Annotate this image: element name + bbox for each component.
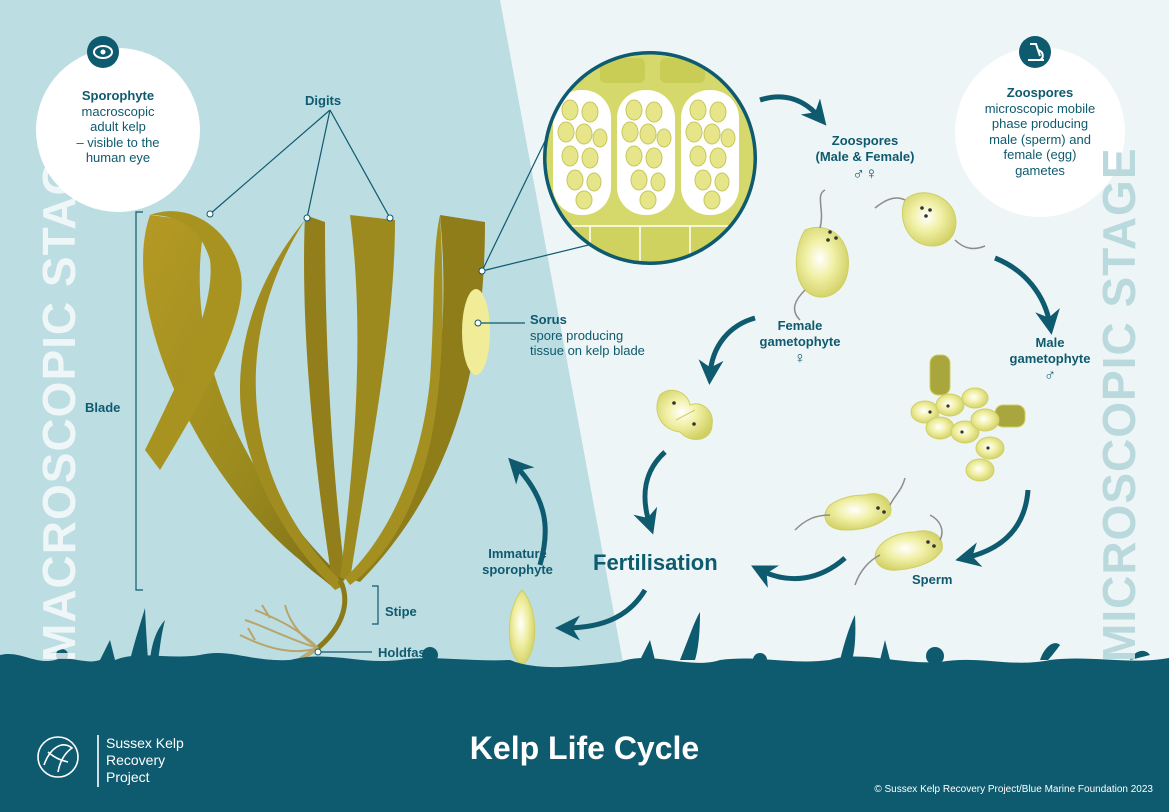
fertilisation-label: Fertilisation: [593, 550, 718, 576]
zoospores-symbols: ♂♀: [805, 164, 925, 184]
zoospores-info-heading: Zoospores: [965, 85, 1115, 101]
holdfast-label: Holdfast: [378, 645, 430, 661]
female-label-1: Female: [750, 318, 850, 334]
zoospores-label-1: Zoospores: [805, 133, 925, 149]
immature-sporophyte-label: Immature sporophyte: [470, 546, 565, 577]
zoospores-desc-1: microscopic mobile: [965, 101, 1115, 117]
stipe-label: Stipe: [385, 604, 417, 620]
male-label-2: gametophyte: [1005, 351, 1095, 367]
sorus-desc-2: tissue on kelp blade: [530, 343, 680, 359]
zoospores-desc-5: gametes: [965, 163, 1115, 179]
immature-label-1: Immature: [470, 546, 565, 562]
sporophyte-desc-3: – visible to the: [52, 135, 184, 151]
female-label-2: gametophyte: [750, 334, 850, 350]
immature-label-2: sporophyte: [470, 562, 565, 578]
sorus-label: Sorus spore producing tissue on kelp bla…: [530, 312, 680, 359]
macroscopic-stage-label: MACROSCOPIC STAGE: [32, 127, 86, 662]
microscopic-stage-label: MICROSCOPIC STAGE: [1092, 147, 1146, 662]
zoospores-info: Zoospores microscopic mobile phase produ…: [965, 85, 1115, 179]
zoospores-label-2: (Male & Female): [805, 149, 925, 165]
female-symbol: ♀: [750, 349, 850, 368]
sporophyte-desc-4: human eye: [52, 150, 184, 166]
blade-label: Blade: [85, 400, 120, 416]
sorus-desc-1: spore producing: [530, 328, 680, 344]
copyright-text: © Sussex Kelp Recovery Project/Blue Mari…: [874, 784, 1153, 795]
sperm-label: Sperm: [912, 572, 952, 588]
male-label-1: Male: [1005, 335, 1095, 351]
zoospores-desc-3: male (sperm) and: [965, 132, 1115, 148]
sorus-title: Sorus: [530, 312, 680, 328]
sporophyte-desc-2: adult kelp: [52, 119, 184, 135]
female-gametophyte-label: Female gametophyte ♀: [750, 318, 850, 368]
sorus-patch: [462, 289, 490, 375]
zoospores-label: Zoospores (Male & Female) ♂♀: [805, 133, 925, 185]
logo-line-3: Project: [106, 769, 184, 786]
male-gametophyte-label: Male gametophyte ♂: [1005, 335, 1095, 385]
page-title: Kelp Life Cycle: [0, 730, 1169, 767]
zoospores-desc-4: female (egg): [965, 147, 1115, 163]
digits-label: Digits: [305, 93, 341, 109]
sporophyte-heading: Sporophyte: [52, 88, 184, 104]
sporophyte-info: Sporophyte macroscopic adult kelp – visi…: [52, 88, 184, 166]
male-symbol: ♂: [1005, 366, 1095, 385]
sporophyte-desc-1: macroscopic: [52, 104, 184, 120]
zoospores-desc-2: phase producing: [965, 116, 1115, 132]
microscope-icon: [1019, 36, 1051, 68]
